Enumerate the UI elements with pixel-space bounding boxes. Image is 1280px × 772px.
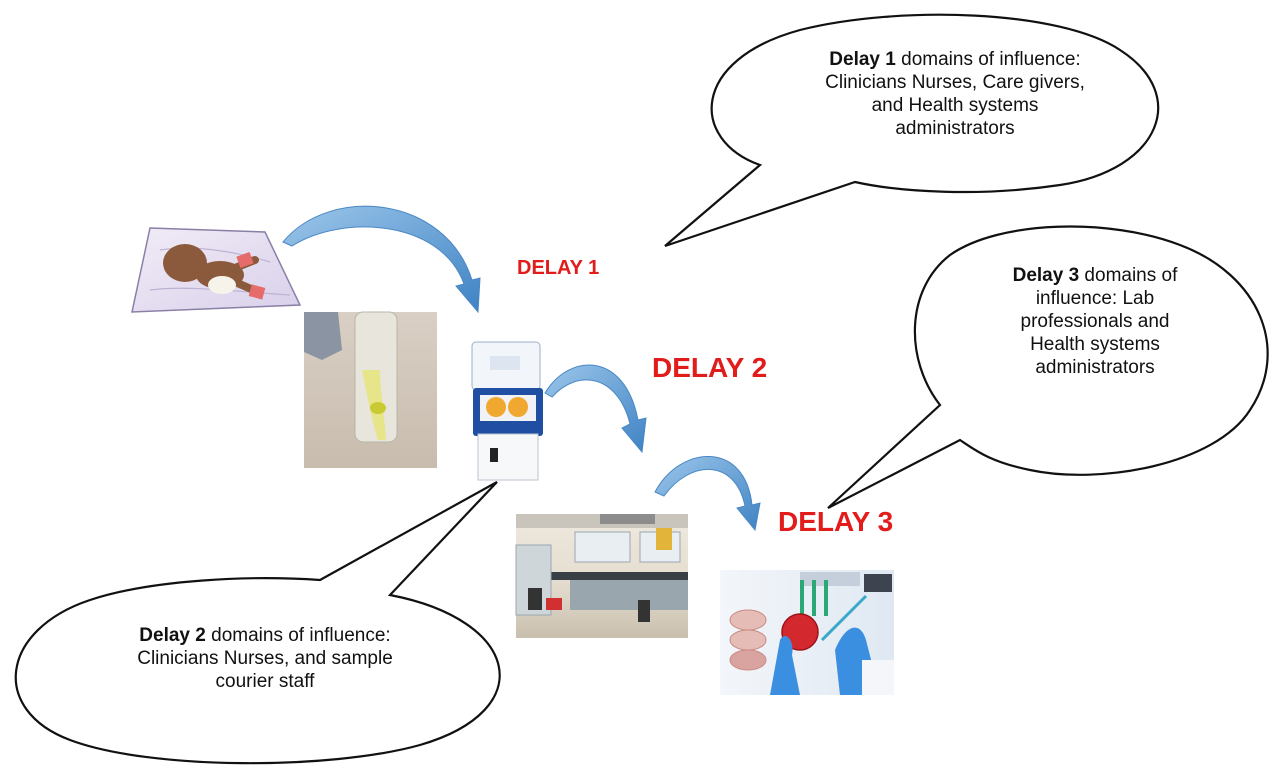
- bubble-2-line3: courier staff: [215, 671, 315, 692]
- bubble-1-line2: Clinicians Nurses, Care givers,: [825, 72, 1085, 93]
- speech-bubble-delay-2: [14, 481, 501, 765]
- speech-bubble-delay-3: [827, 225, 1269, 509]
- bubble-3-line4: Health systems: [1030, 334, 1160, 355]
- bubble-3-text: Delay 3 domains of influence: Lab profes…: [960, 264, 1230, 379]
- bubble-1-line4: administrators: [895, 118, 1015, 139]
- bubble-3-bold: Delay 3: [1012, 265, 1080, 286]
- bubble-2-line1: domains of influence:: [205, 625, 391, 646]
- delay-2-label: DELAY 2: [652, 352, 768, 383]
- bubble-3-line5: administrators: [1035, 357, 1155, 378]
- bubble-3-line3: professionals and: [1020, 311, 1170, 332]
- bubble-1-bold: Delay 1: [829, 49, 896, 70]
- bubble-2-line2: Clinicians Nurses, and sample: [137, 648, 393, 669]
- arrow-3-icon: [654, 456, 761, 532]
- cooler-box-photo: [471, 341, 543, 481]
- bubble-1-text: Delay 1 domains of influence: Clinicians…: [770, 48, 1140, 140]
- speech-bubble-delay-1: [664, 13, 1160, 248]
- newborn-baby-illustration: [131, 227, 302, 313]
- arrow-2-icon: [544, 364, 647, 454]
- delay-3-label: DELAY 3: [778, 506, 894, 537]
- bubble-1-line1: domains of influence:: [895, 49, 1081, 70]
- arrow-1-icon: [282, 205, 481, 314]
- laboratory-room-photo: [515, 514, 688, 638]
- bubble-3-line2: influence: Lab: [1035, 288, 1155, 309]
- lab-culture-photo: [720, 570, 894, 695]
- bubble-2-text: Delay 2 domains of influence: Clinicians…: [80, 624, 450, 693]
- bubble-2-bold: Delay 2: [139, 625, 206, 646]
- sample-tube-photo: [304, 311, 437, 468]
- delay-1-label: DELAY 1: [517, 257, 600, 279]
- bubble-3-line1: domains of: [1079, 265, 1178, 286]
- bubble-1-line3: and Health systems: [871, 95, 1039, 116]
